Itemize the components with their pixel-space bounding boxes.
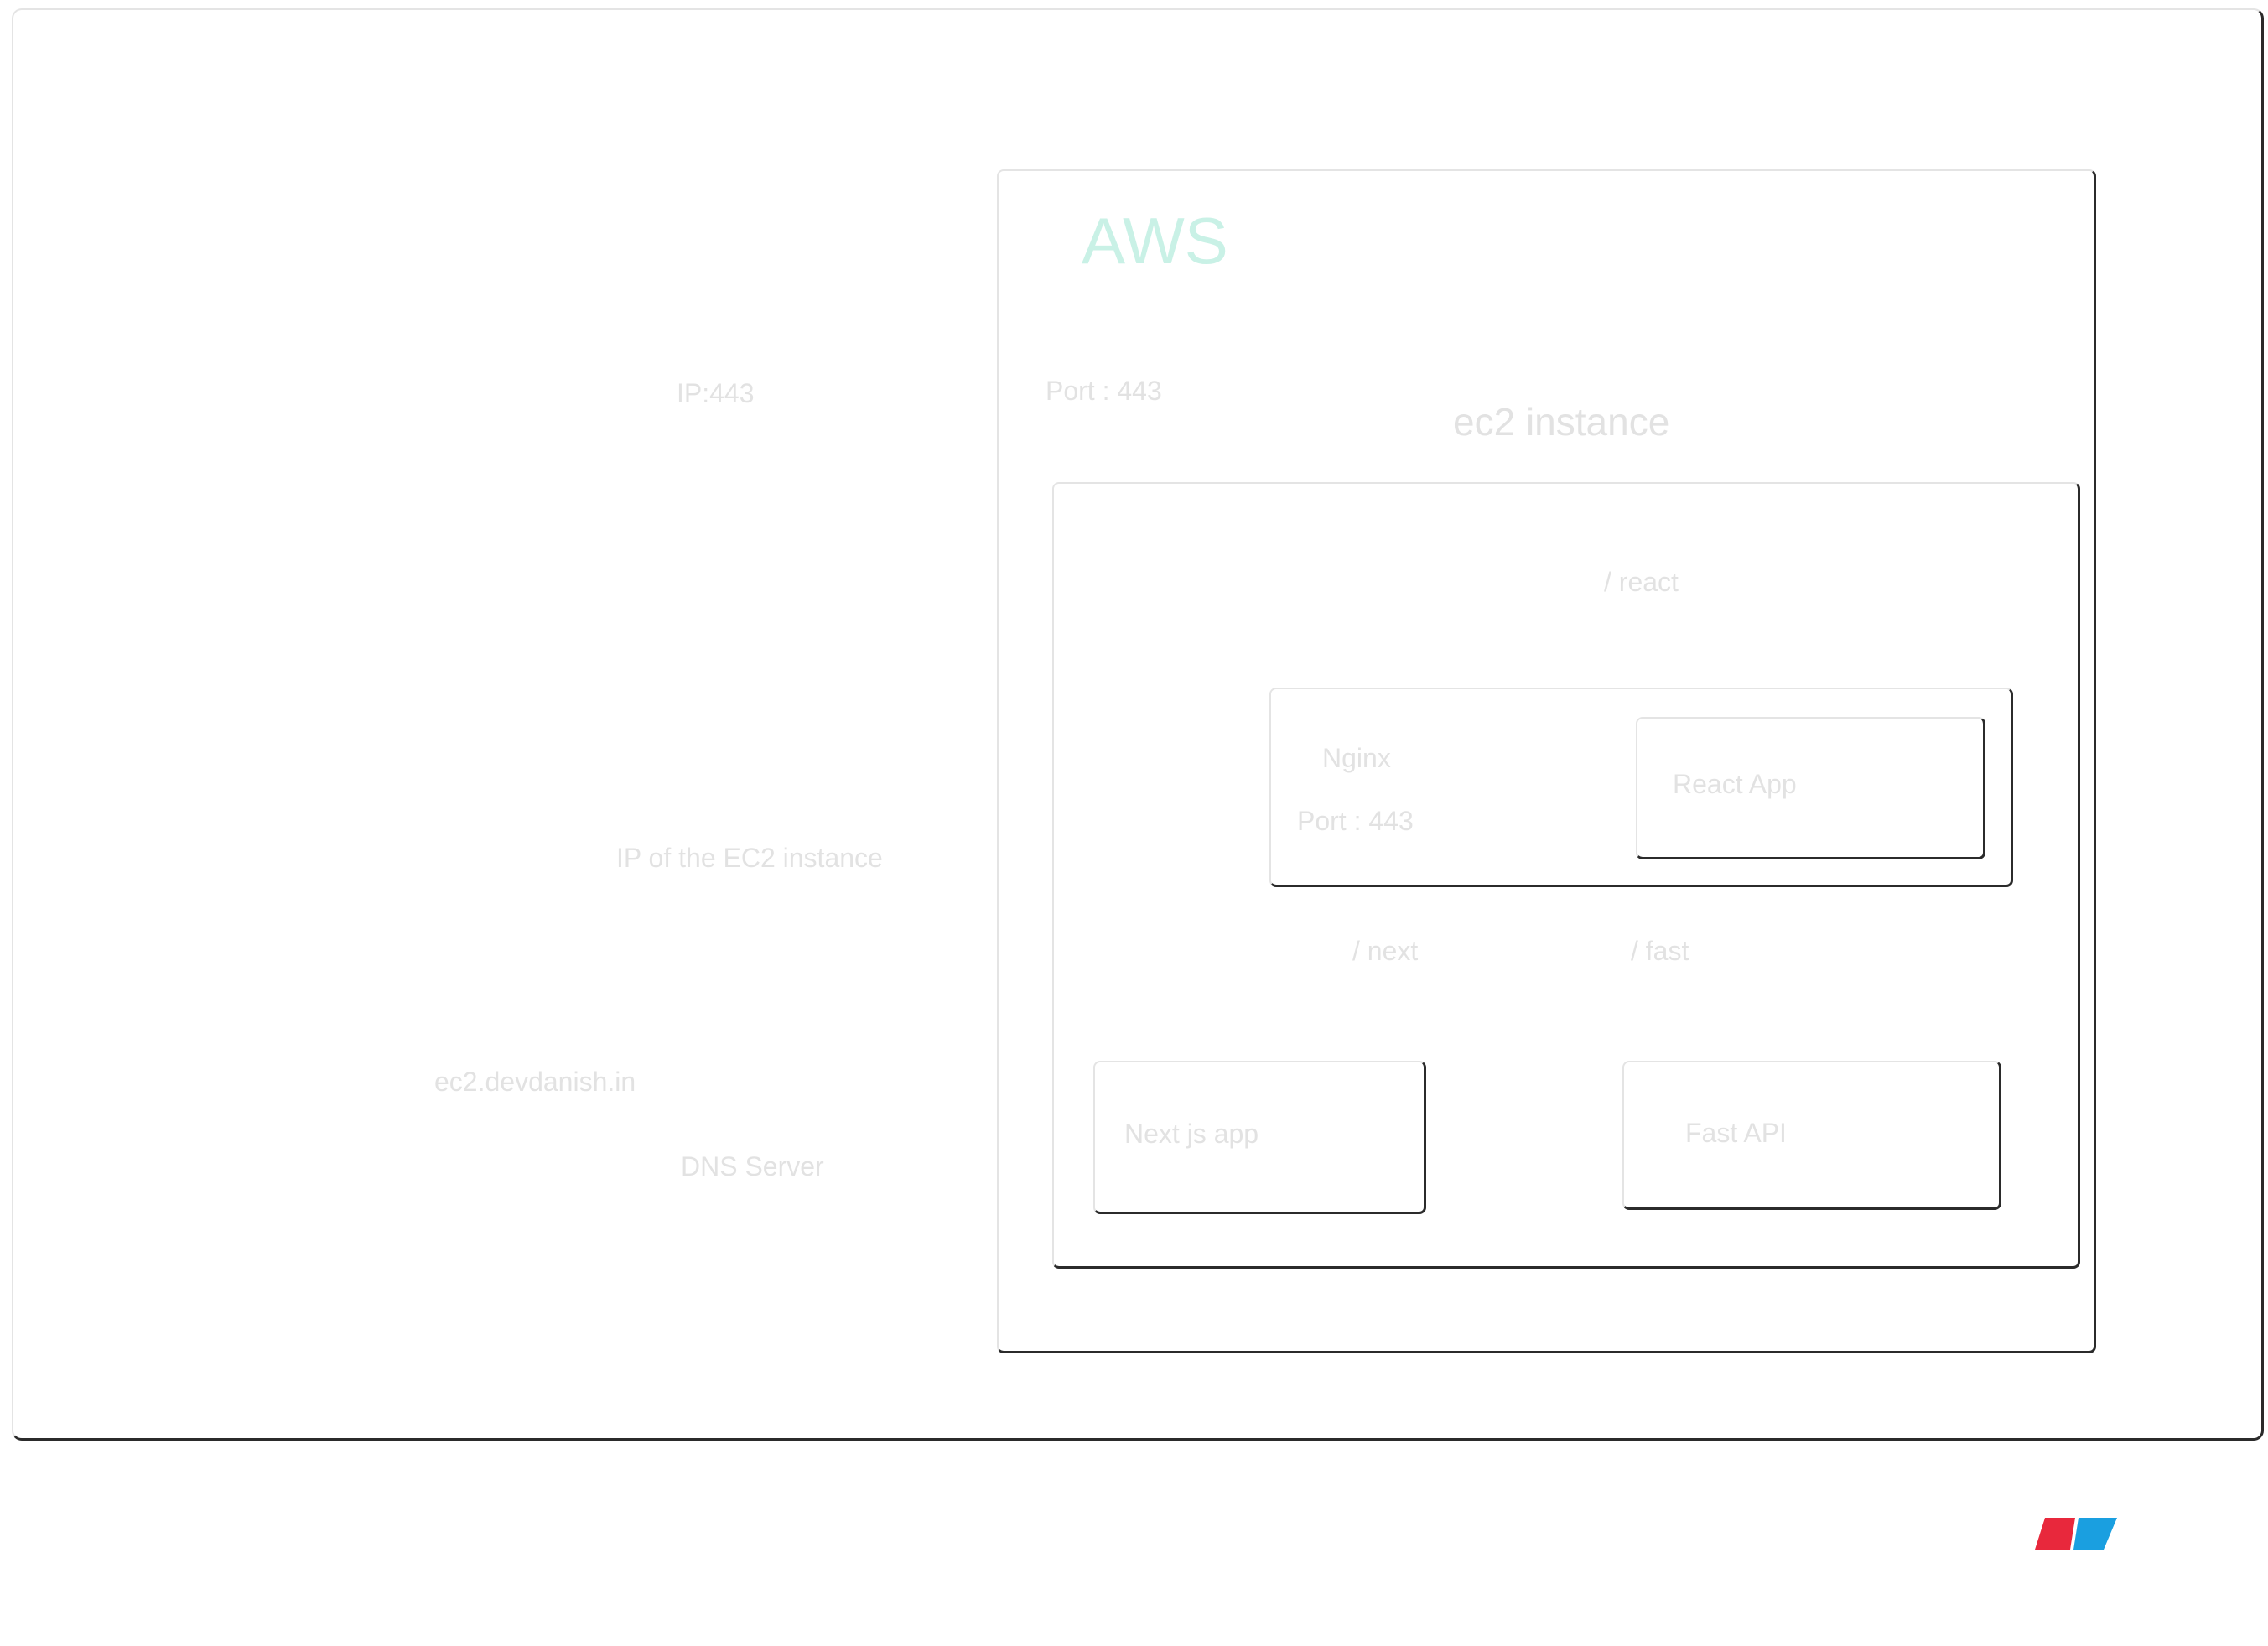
nginx-port: Port : 443 xyxy=(1297,806,1414,836)
ip-ec2-label: IP of the EC2 instance xyxy=(616,843,883,873)
fast-api-box xyxy=(1622,1061,2001,1210)
route-fast-label: / fast xyxy=(1631,936,1689,966)
excalidraw-logo-icon xyxy=(2035,1518,2117,1550)
aws-port-label: Port : 443 xyxy=(1046,376,1162,406)
ec2-instance-label: ec2 instance xyxy=(1453,400,1670,444)
route-next-label: / next xyxy=(1352,936,1419,966)
nginx-name: Nginx xyxy=(1322,743,1391,773)
fast-api-label: Fast API xyxy=(1685,1118,1787,1148)
dns-server-label: DNS Server xyxy=(681,1151,824,1181)
ip-port-label: IP:443 xyxy=(677,378,755,408)
logo-right-shape xyxy=(2073,1518,2117,1550)
next-app-box xyxy=(1093,1061,1426,1214)
aws-title: AWS xyxy=(1082,204,1228,278)
domain-label: ec2.devdanish.in xyxy=(434,1067,636,1097)
react-app-box xyxy=(1636,717,1985,859)
react-app-label: React App xyxy=(1673,769,1797,799)
logo-left-shape xyxy=(2035,1518,2075,1550)
next-app-label: Next js app xyxy=(1124,1119,1259,1149)
route-react-label: / react xyxy=(1604,567,1679,597)
